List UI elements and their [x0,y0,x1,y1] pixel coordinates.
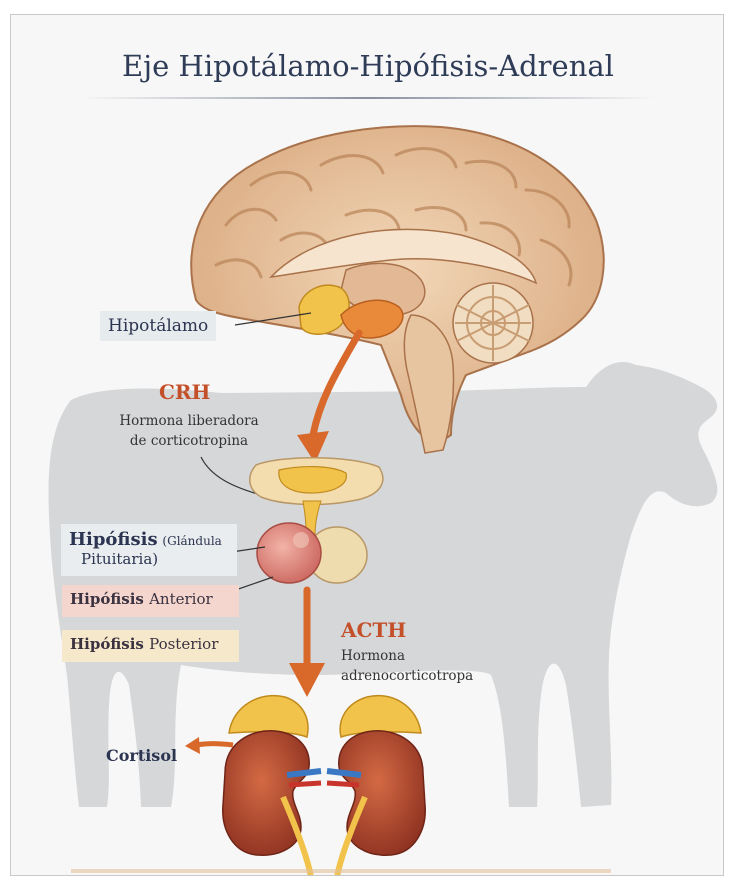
page-title: Eje Hipotálamo-Hipófisis-Adrenal [11,49,724,83]
crh-label: CRH [159,380,210,404]
acth-arrowhead [289,663,325,697]
posterior-bold: Hipófisis [70,635,144,653]
anterior-bold: Hipófisis [70,590,144,608]
acth-description: Hormona adrenocorticotropa [341,646,491,686]
hipofisis-label: Hipófisis (Glándula Pituitaria) [61,524,237,576]
crh-desc-line1: Hormona liberadora [114,411,264,431]
crh-desc-line2: de corticotropina [114,431,264,451]
cortisol-label: Cortisol [106,746,177,765]
kidney-pair-icon [223,696,425,876]
anterior-rest: Anterior [149,590,213,608]
acth-label: ACTH [341,618,406,642]
crh-description: Hormona liberadora de corticotropina [114,411,264,451]
hipofisis-subtitle: (Glándula [162,534,221,548]
hipofisis-anterior-label: Hipófisis Anterior [62,585,239,617]
diagram-frame: Eje Hipotálamo-Hipófisis-Adrenal Hipotál… [10,14,724,876]
cerebellum [453,283,533,363]
hipotalamo-label: Hipotálamo [100,311,216,341]
cortisol-arrow [197,744,233,746]
hipofisis-posterior-label: Hipófisis Posterior [62,630,239,662]
acth-desc-line2: adrenocorticotropa [341,666,491,686]
posterior-rest: Posterior [149,635,218,653]
title-underline [81,97,656,99]
acth-desc-line1: Hormona [341,646,491,666]
hipofisis-title: Hipófisis [69,529,158,550]
hipofisis-line2: Pituitaria) [81,550,229,568]
cortisol-arrowhead [185,737,200,754]
